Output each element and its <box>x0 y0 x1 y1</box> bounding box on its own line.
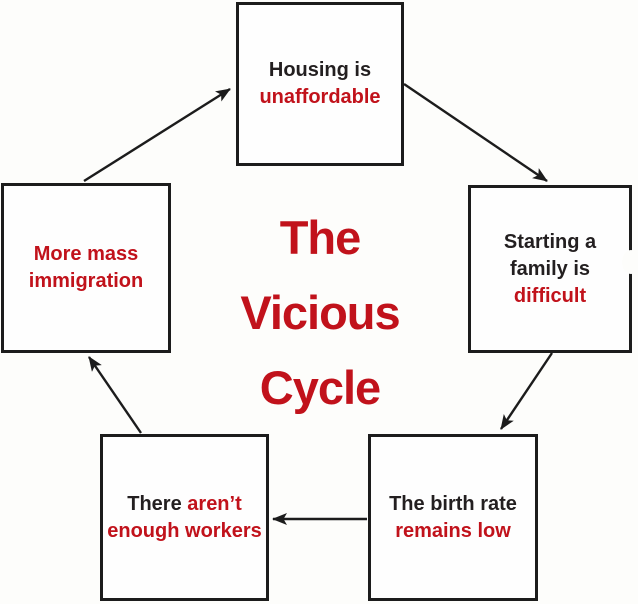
node-immigration: More mass immigration <box>1 183 171 353</box>
arrow-workers-to-immigration <box>88 356 142 434</box>
arrow-housing-to-family <box>403 83 548 182</box>
node-family-line2: family is <box>509 257 591 280</box>
edge-notch-artifact <box>622 250 638 274</box>
diagram-title: The Vicious Cycle <box>190 200 450 425</box>
node-housing-line2: unaffordable <box>259 86 381 108</box>
node-housing: Housing is unaffordable <box>236 2 404 166</box>
node-workers-line1: There aren’t <box>127 491 242 518</box>
diagram-title-line1: The <box>279 211 362 264</box>
node-workers-line1-black: There <box>127 492 188 515</box>
node-workers-line2: enough workers <box>107 519 262 542</box>
arrow-immigration-to-housing <box>83 87 231 183</box>
node-family-line1: Starting a <box>503 230 597 253</box>
diagram-title-line2: Vicious <box>240 286 400 339</box>
node-workers-line1-red: aren’t <box>187 492 242 515</box>
node-birthrate-line1: The birth rate <box>389 492 517 515</box>
node-workers: There aren’t enough workers <box>100 434 269 601</box>
diagram-title-line3: Cycle <box>259 361 381 414</box>
node-birthrate-line2: remains low <box>395 519 511 542</box>
node-immigration-line2: immigration <box>28 270 144 292</box>
node-family-line3: difficult <box>513 284 587 307</box>
arrow-family-to-birthrate <box>500 352 553 430</box>
node-housing-line1: Housing is <box>268 59 372 81</box>
node-birthrate: The birth rate remains low <box>368 434 538 601</box>
node-family: Starting a family is difficult <box>468 185 632 353</box>
node-immigration-line1: More mass <box>33 243 139 265</box>
